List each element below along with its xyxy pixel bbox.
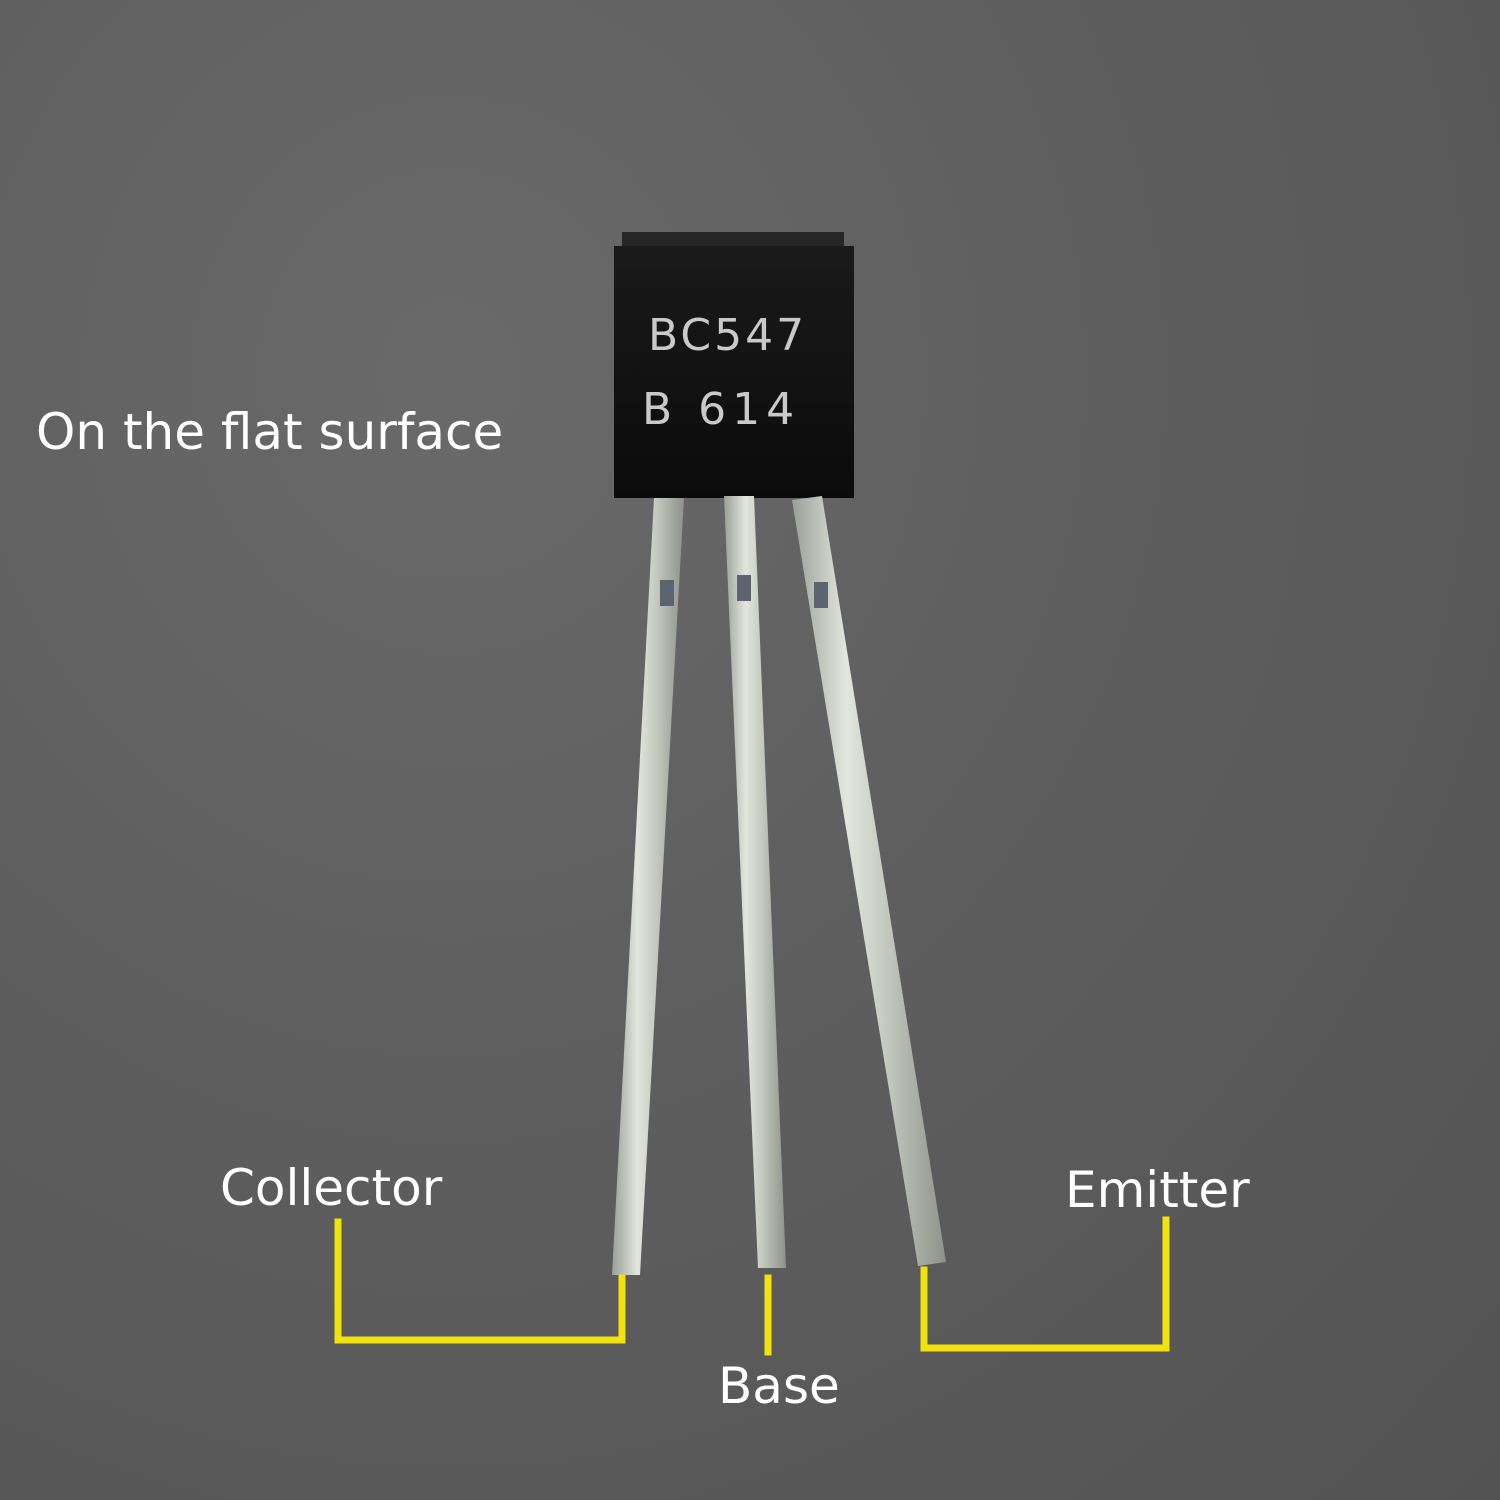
lead-collector — [612, 498, 684, 1275]
batch-code-marking: B 614 — [642, 384, 801, 435]
base-label: Base — [718, 1357, 840, 1415]
part-number-marking: BC547 — [648, 310, 808, 361]
flat-surface-caption: On the flat surface — [36, 403, 504, 461]
lead-emitter — [792, 496, 946, 1266]
lead-base — [724, 496, 786, 1268]
emitter-label: Emitter — [1065, 1161, 1250, 1219]
transistor-body — [614, 232, 854, 498]
collector-label: Collector — [220, 1159, 443, 1217]
bracket-collector — [334, 1218, 626, 1344]
bracket-emitter — [920, 1216, 1170, 1352]
